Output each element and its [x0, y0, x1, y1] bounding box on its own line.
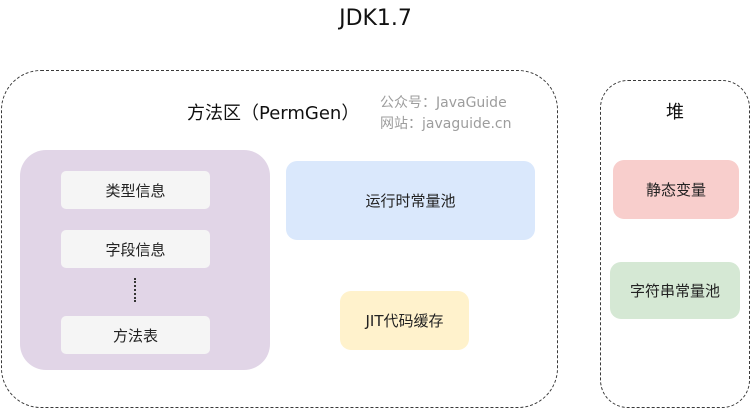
- jit-code-cache-box: JIT代码缓存: [340, 291, 469, 350]
- method-area-region: [1, 70, 558, 408]
- heap-label: 堆: [666, 102, 684, 123]
- string-constant-pool-box: 字符串常量池: [610, 262, 740, 319]
- diagram-title: JDK1.7: [339, 6, 412, 31]
- method-area-label: 方法区（PermGen）: [187, 103, 360, 124]
- type-info-item: 类型信息: [61, 171, 210, 209]
- ellipsis-dots: [134, 278, 136, 302]
- runtime-constant-pool-box: 运行时常量池: [286, 161, 535, 240]
- watermark-wechat: 公众号：JavaGuide: [380, 95, 507, 111]
- heap-region: [600, 80, 750, 408]
- static-variables-box: 静态变量: [613, 160, 739, 219]
- method-table-item: 方法表: [61, 316, 210, 354]
- field-info-item: 字段信息: [61, 230, 210, 268]
- watermark-website: 网站：javaguide.cn: [380, 116, 512, 132]
